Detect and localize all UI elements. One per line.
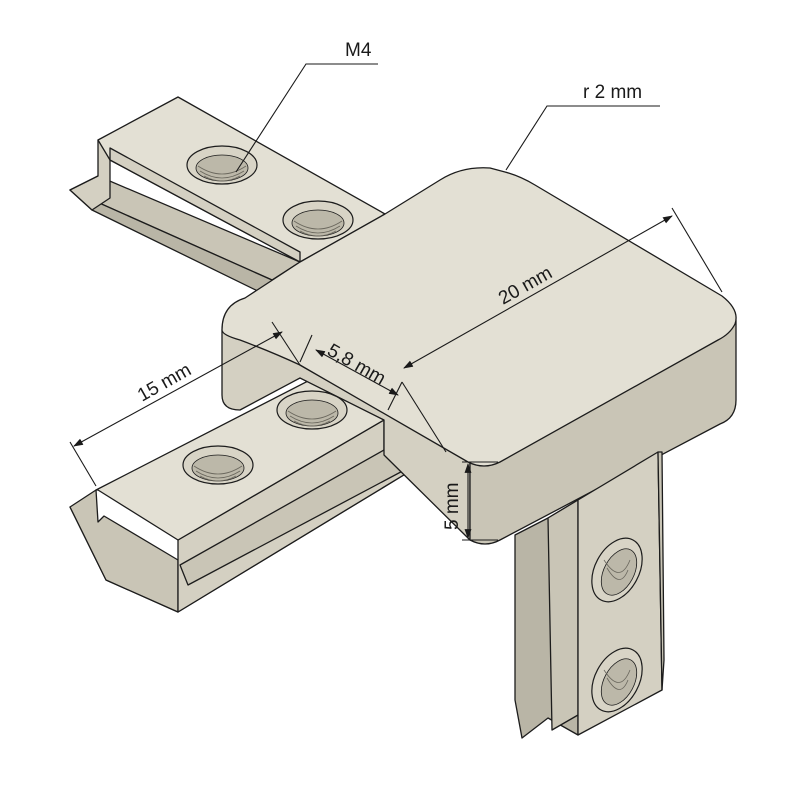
leader-r2mm: r 2 mm — [505, 82, 660, 171]
hole-vertical-2 — [591, 647, 643, 713]
dimension-5mm-label: 5 mm — [442, 483, 463, 531]
vertical-arm-edge — [657, 451, 665, 691]
dimension-5mm: 5 mm — [442, 461, 498, 541]
hole-lower-1 — [276, 390, 348, 430]
lower-arm-end-face — [69, 489, 179, 613]
leader-m4-label: M4 — [345, 40, 372, 61]
lower-left-arm — [69, 379, 413, 613]
hole-lower-2 — [182, 445, 254, 485]
hole-upper-1 — [186, 145, 258, 185]
hole-upper-2 — [282, 200, 354, 240]
leader-r2mm-label: r 2 mm — [583, 82, 642, 103]
dimension-15mm-label: 15 mm — [134, 359, 195, 406]
leader-m4: M4 — [235, 40, 378, 173]
vertical-arm-groove — [547, 499, 579, 731]
threaded-holes — [182, 145, 643, 713]
hole-vertical-1 — [591, 537, 643, 603]
